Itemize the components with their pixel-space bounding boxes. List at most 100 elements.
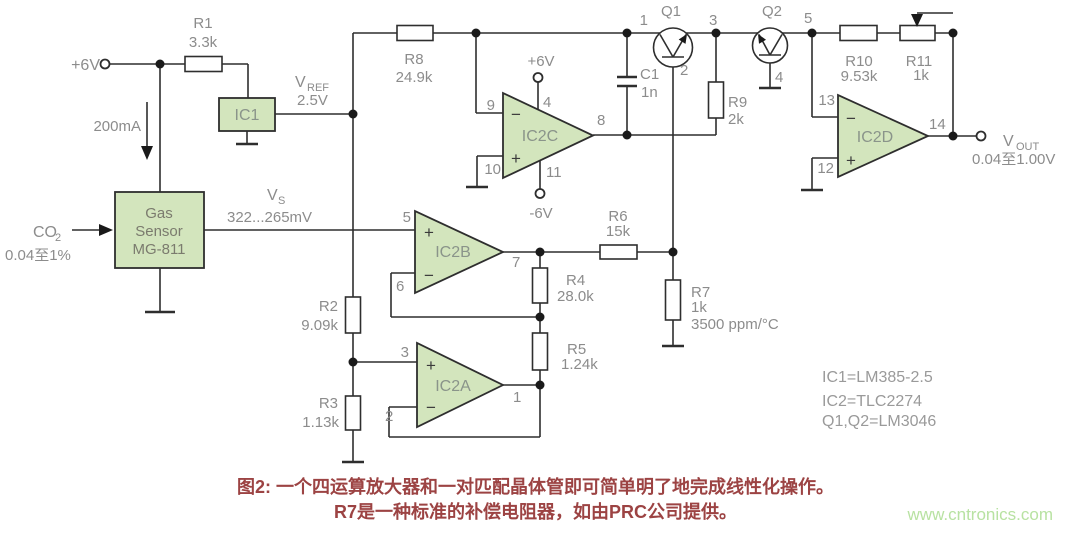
q1-pin3-label: 3 [709,12,717,29]
circuit-schematic: R1 3.3k IC1 Gas Sensor MG-811 R2 9.09k R… [5,3,1055,464]
ic2c-label: IC2C [522,128,558,145]
q2-pin4-label: 4 [775,69,783,86]
note-q1q2: Q1,Q2=LM3046 [822,413,936,430]
r6-value-label: 15k [606,223,631,240]
ic2b-pin5-label: 5 [403,209,411,226]
transistor-q1: Q1 1 3 2 [640,3,718,79]
vs-value: 322...265mV [227,209,312,226]
r2-value-label: 9.09k [301,317,338,334]
opamp-ic2b: + − IC2B 5 6 7 [396,209,520,295]
r3-value-label: 1.13k [302,414,339,431]
sensor-line1: Gas [145,205,173,222]
r8-value-label: 24.9k [396,69,433,86]
junction-dots [155,28,958,390]
q2-pin5-label: 5 [804,10,812,27]
note-ic2: IC2=TLC2274 [822,393,922,410]
resistor-r3: R3 1.13k [302,395,362,431]
caption-line2: R7是一种标准的补偿电阻器，如由PRC公司提供。 [333,502,737,522]
ic2b-label: IC2B [435,244,471,261]
r5-ref-label: R5 [567,341,586,358]
sensor-line2: Sensor [135,223,183,240]
ic2c-pin8-label: 8 [597,112,605,129]
vout-subscript: OUT [1016,141,1040,153]
r9-ref-label: R9 [728,94,747,111]
ic2c-vee-terminal [534,188,546,199]
resistor-r9: R9 2k [707,81,747,128]
r11-wiper-arrow [911,14,923,27]
ic2b-minus-sign: − [424,266,434,285]
r5-value-label: 1.24k [561,356,598,373]
sensor-line3: MG-811 [132,241,185,258]
r10-value-label: 9.53k [841,68,878,85]
co2-range: 0.04至1% [5,247,71,264]
ic2c-pin9-label: 9 [487,97,495,114]
gas-sensor-block: Gas Sensor MG-811 [114,191,205,269]
c1-value-label: 1n [641,84,658,101]
c1-ref-label: C1 [640,66,659,83]
resistor-r1: R1 3.3k [184,15,223,73]
ic2c-pin11-label: 11 [546,164,562,181]
current-label: 200mA [93,118,141,135]
ic2c-vcc-label: +6V [527,53,554,70]
watermark: www.cntronics.com [907,505,1053,524]
ic2c-plus-sign: + [511,149,521,168]
resistor-r8: R8 24.9k [396,24,434,86]
current-arrow [141,102,153,160]
co2-symbol: CO [33,224,57,241]
r4-ref-label: R4 [566,272,585,289]
vout-range: 0.04至1.00V [972,151,1055,168]
vout-symbol: V [1003,133,1014,150]
potentiometer-r11: R11 1k [899,14,936,84]
opamp-ic2c: − + IC2C 9 10 4 11 8 +6V -6V [484,53,605,222]
r1-ref-label: R1 [193,15,212,32]
q1-label: Q1 [661,3,681,20]
ic2a-minus-sign: − [426,398,436,417]
ic2c-pin10-label: 10 [484,161,501,178]
transistor-q2: Q2 5 4 [751,3,812,86]
r7-ref-label: R7 [691,284,710,301]
part-notes: IC1=LM385-2.5 IC2=TLC2274 Q1,Q2=LM3046 [822,369,936,430]
ic2a-label: IC2A [435,378,471,395]
ic1-label: IC1 [235,107,260,124]
ic2d-pin14-label: 14 [929,116,946,133]
vref-symbol: V [295,74,306,91]
vref-subscript: REF [307,82,329,94]
co2-subscript: 2 [55,232,61,244]
resistor-r7: R7 1k 3500 ppm/°C [664,279,779,333]
ic2b-plus-sign: + [424,223,434,242]
ic2a-pin3-label: 3 [401,344,409,361]
q2-label: Q2 [762,3,782,20]
ic2c-pin4-label: 4 [543,94,551,111]
note-ic1: IC1=LM385-2.5 [822,369,933,386]
ic2c-vcc-terminal [532,72,544,83]
resistor-r10: R10 9.53k [839,24,878,85]
co2-input-arrow [72,224,113,236]
capacitor-c1: C1 1n [617,66,659,101]
r3-ref-label: R3 [319,395,338,412]
vcc-terminal [99,58,111,70]
vcc-label: +6V [71,57,100,74]
ic2d-pin12-label: 12 [817,160,834,177]
ground-symbols [145,86,823,464]
r6-ref-label: R6 [608,208,627,225]
r1-value-label: 3.3k [189,34,218,51]
signal-labels: +6V 200mA V REF 2.5V CO 2 0.04至1% V S 32… [5,57,1055,264]
ic2a-pin2-label: 2 [385,408,393,425]
ic2d-plus-sign: + [846,151,856,170]
ic2a-plus-sign: + [426,356,436,375]
resistor-r6: R6 15k [599,208,638,260]
r7-value-label: 1k [691,299,707,316]
q1-pin2-label: 2 [680,62,688,79]
ic2c-vee-label: -6V [529,205,552,222]
r9-value-label: 2k [728,111,744,128]
r10-ref-label: R10 [845,53,873,70]
wires [110,12,976,462]
r7-tc-label: 3500 ppm/°C [691,316,779,333]
resistor-r2: R2 9.09k [301,296,362,334]
opamp-ic2a: + − IC2A 3 2 1 [385,341,521,429]
r11-ref-label: R11 [906,53,932,70]
figure-caption: 图2: 一个四运算放大器和一对匹配晶体管即可简单明了地完成线性化操作。 R7是一… [0,475,1071,525]
vref-value: 2.5V [297,92,328,109]
r8-ref-label: R8 [404,51,423,68]
